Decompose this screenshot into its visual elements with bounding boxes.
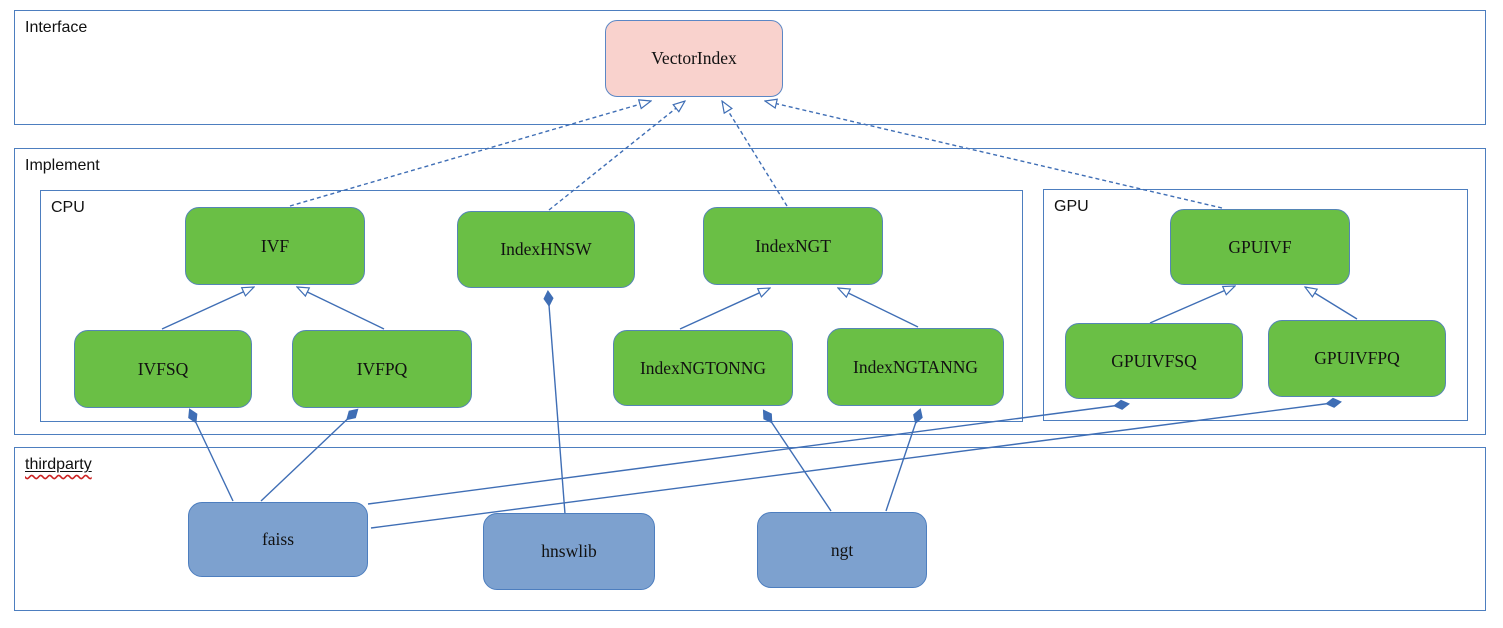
node-indexngtanng-label: IndexNGTANNG: [853, 356, 978, 377]
container-interface-label: Interface: [25, 19, 88, 36]
node-faiss-label: faiss: [261, 529, 295, 549]
container-implement-label: Implement: [25, 157, 100, 174]
node-ivfsq[interactable]: IVFSQ: [74, 330, 252, 408]
node-vectorindex[interactable]: VectorIndex: [605, 20, 783, 97]
node-indexngtonng-label: IndexNGTONNG: [639, 357, 767, 378]
node-ivfsq-label: IVFSQ: [137, 358, 189, 379]
node-ivf-label: IVF: [260, 235, 290, 256]
node-gpuivfpq-label: GPUIVFPQ: [1314, 348, 1400, 368]
node-indexngt-label: IndexNGT: [755, 235, 831, 256]
node-indexhnsw[interactable]: IndexHNSW: [457, 211, 635, 288]
node-hnswlib[interactable]: hnswlib: [483, 513, 655, 590]
node-gpuivf-label: GPUIVF: [1228, 236, 1292, 257]
node-ivfpq-label: IVFPQ: [356, 358, 408, 379]
node-hnswlib-label: hnswlib: [541, 541, 597, 561]
node-indexhnsw-label: IndexHNSW: [500, 239, 592, 259]
node-gpuivf[interactable]: GPUIVF: [1170, 209, 1350, 285]
node-gpuivfpq[interactable]: GPUIVFPQ: [1268, 320, 1446, 397]
container-cpu-label: CPU: [51, 199, 85, 216]
node-indexngtonng[interactable]: IndexNGTONNG: [613, 330, 793, 406]
node-ngt[interactable]: ngt: [757, 512, 927, 588]
node-indexngtanng[interactable]: IndexNGTANNG: [827, 328, 1004, 406]
node-faiss[interactable]: faiss: [188, 502, 368, 577]
node-ivfpq[interactable]: IVFPQ: [292, 330, 472, 408]
container-thirdparty-label: thirdparty: [25, 456, 92, 473]
node-gpuivfsq-label: GPUIVFSQ: [1111, 350, 1197, 371]
node-ngt-label: ngt: [830, 539, 854, 560]
node-vectorindex-label: VectorIndex: [651, 48, 737, 68]
node-gpuivfsq[interactable]: GPUIVFSQ: [1065, 323, 1243, 399]
node-indexngt[interactable]: IndexNGT: [703, 207, 883, 285]
node-ivf[interactable]: IVF: [185, 207, 365, 285]
container-gpu-label: GPU: [1054, 198, 1089, 215]
